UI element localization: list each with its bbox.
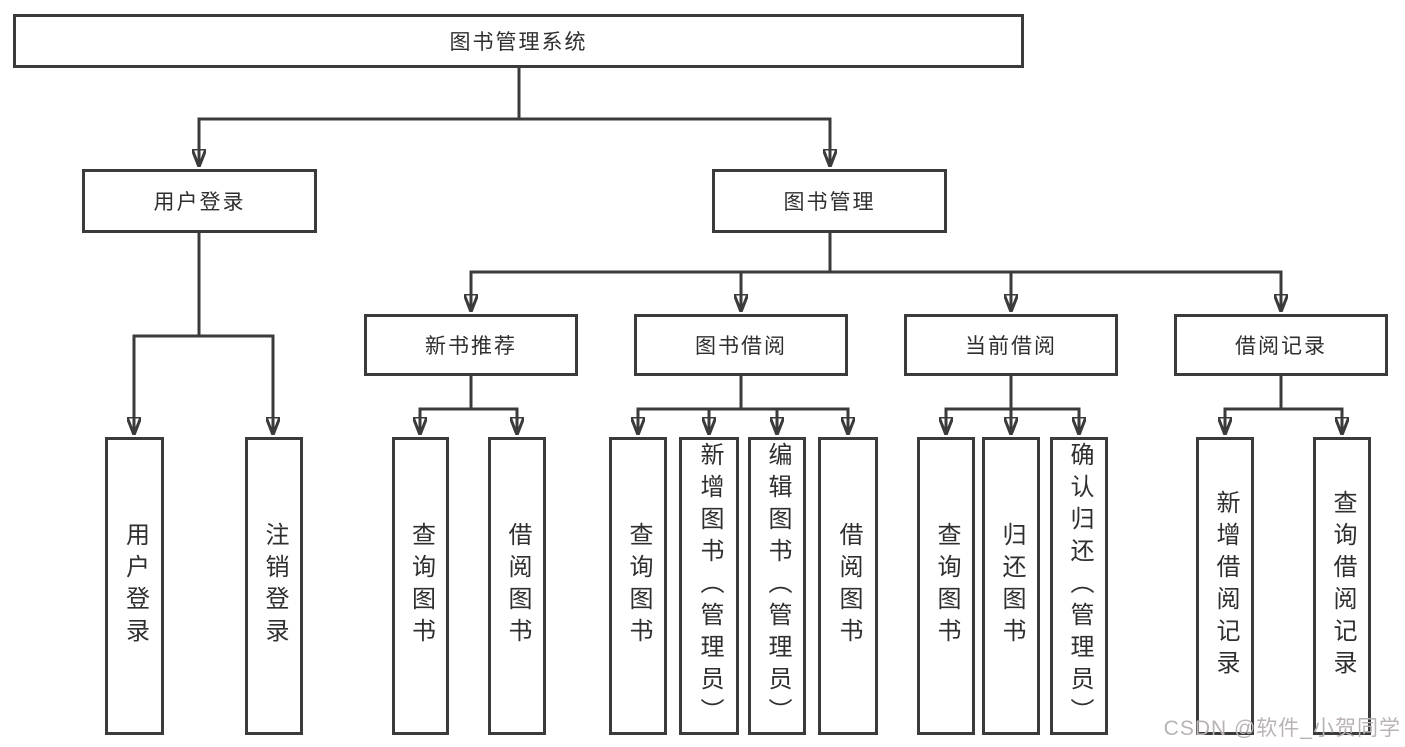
leaf-borrow-books-borrowing: 借阅图书	[818, 437, 878, 735]
leaf-label: 查询借阅记录	[1329, 490, 1356, 682]
leaf-label: 确认归还（管理员）	[1066, 442, 1093, 730]
leaf-edit-books-admin: 编辑图书（管理员）	[748, 437, 806, 735]
leaf-label: 归还图书	[998, 522, 1025, 650]
csdn-watermark: CSDN @软件_小贺同学	[1163, 717, 1401, 740]
leaf-label: 新增借阅记录	[1212, 490, 1239, 682]
connector-arrows	[134, 119, 1342, 434]
leaf-query-borrow-record: 查询借阅记录	[1313, 437, 1371, 735]
node-book-borrowing: 图书借阅	[634, 314, 848, 376]
leaf-label: 借阅图书	[504, 522, 531, 650]
leaf-label: 用户登录	[121, 522, 149, 650]
leaf-borrow-books-newbooks: 借阅图书	[488, 437, 546, 735]
leaf-label: 查询图书	[933, 522, 960, 650]
leaf-label: 注销登录	[261, 522, 288, 650]
leaf-add-books-admin: 新增图书（管理员）	[679, 437, 739, 735]
leaf-confirm-return-admin: 确认归还（管理员）	[1050, 437, 1108, 735]
leaf-label: 借阅图书	[835, 522, 862, 650]
leaf-label: 编辑图书（管理员）	[764, 442, 791, 730]
node-book-management-branch: 图书管理	[712, 169, 947, 233]
node-user-login-branch: 用户登录	[82, 169, 317, 233]
leaf-add-borrow-record: 新增借阅记录	[1196, 437, 1254, 735]
leaf-label: 查询图书	[625, 522, 652, 650]
node-current-borrowing: 当前借阅	[904, 314, 1118, 376]
connector-trunks	[132, 66, 1344, 411]
leaf-query-books-borrowing: 查询图书	[609, 437, 667, 735]
leaf-user-login: 用户登录	[105, 437, 164, 735]
leaf-query-books-newbooks: 查询图书	[392, 437, 449, 735]
leaf-query-books-current: 查询图书	[917, 437, 975, 735]
node-borrowing-records: 借阅记录	[1174, 314, 1388, 376]
leaf-return-books: 归还图书	[982, 437, 1040, 735]
leaf-label: 新增图书（管理员）	[696, 442, 723, 730]
leaf-logout: 注销登录	[245, 437, 303, 735]
leaf-label: 查询图书	[407, 522, 435, 650]
node-library-management-system: 图书管理系统	[13, 14, 1024, 68]
node-new-book-recommendation: 新书推荐	[364, 314, 578, 376]
